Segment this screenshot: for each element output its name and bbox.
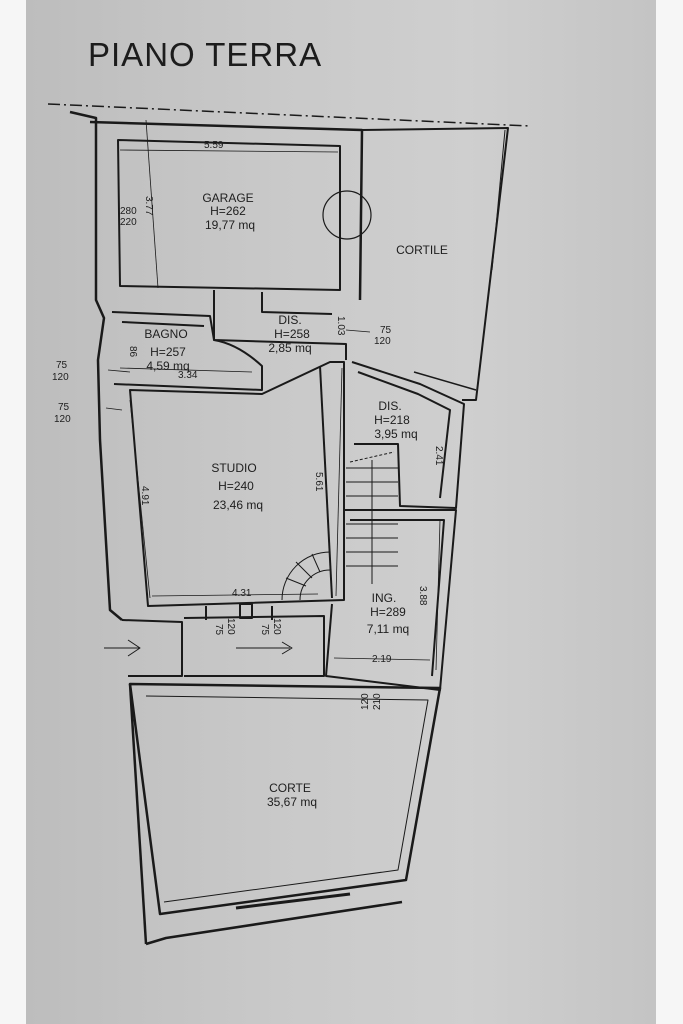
dimension-labels: 5.59 3.77 280 220 1.03 75 120 86 75 120 …: [52, 140, 444, 710]
dim-280: 280: [120, 206, 137, 217]
dim-120-c: 120: [54, 414, 71, 425]
door-jambs: [205, 606, 273, 620]
corte-west-wall: [128, 683, 148, 945]
dis1-inner-wall: [261, 292, 333, 315]
bagno-area: 4,59 mq: [146, 359, 189, 373]
dim-377: 3.77: [143, 196, 154, 216]
dim-219: 2.19: [372, 654, 392, 665]
entry-arrow-icon: [281, 641, 293, 655]
page-margin-right: [656, 0, 683, 1024]
dim-75-c: 75: [58, 402, 70, 413]
ing-height: H=289: [370, 605, 406, 619]
corte-outer-wall: [128, 682, 442, 916]
ing-inner-wall: [350, 519, 445, 677]
ing-area: 7,11 mq: [367, 622, 409, 636]
wall-pillar: [239, 603, 253, 619]
page-margin-left: [0, 0, 26, 1024]
dim-334: 3.34: [178, 370, 198, 381]
dim-75-b: 75: [56, 360, 68, 371]
dis2-inner-wall: [357, 371, 451, 499]
garage-room-outline: [117, 139, 341, 291]
dis1-height: H=258: [274, 327, 310, 341]
dim-120-e: 120: [271, 618, 282, 635]
dim-120-a: 120: [374, 336, 391, 347]
corte-inner-wall: [145, 695, 429, 903]
page-title: PIANO TERRA: [88, 36, 323, 73]
dim-210: 210: [372, 693, 383, 710]
dis2-window: [413, 371, 477, 391]
bagno-name: BAGNO: [144, 327, 187, 341]
dimension-lines: [105, 119, 441, 671]
studio-height: H=240: [218, 479, 254, 493]
room-labels: GARAGE H=262 19,77 mq DIS. H=258 2,85 mq…: [144, 191, 448, 809]
studio-area: 23,46 mq: [213, 498, 263, 512]
dim-491: 4.91: [139, 486, 150, 506]
corte-name: CORTE: [269, 781, 311, 795]
dis1-area: 2,85 mq: [268, 341, 311, 355]
dis1-wall: [213, 290, 347, 360]
passage-wall-west: [121, 619, 183, 677]
garage-name: GARAGE: [202, 191, 253, 205]
dim-431: 4.31: [232, 588, 252, 599]
bagno-height: H=257: [150, 345, 186, 359]
dis2-name: DIS.: [378, 399, 401, 413]
side-entry-arrow-icon: [104, 639, 141, 657]
staircase: [346, 451, 398, 584]
dim-120-f: 120: [360, 693, 371, 710]
garage-area: 19,77 mq: [205, 218, 255, 232]
dim-561: 5.61: [313, 472, 324, 492]
dim-559: 5.59: [204, 140, 224, 151]
cortile-inner-line: [491, 129, 506, 271]
dim-75-a: 75: [380, 325, 392, 336]
dis1-name: DIS.: [278, 313, 301, 327]
bagno-inner-wall: [121, 321, 205, 327]
dim-86: 86: [127, 346, 138, 358]
ing-name: ING.: [372, 591, 397, 605]
property-boundary-line: [47, 103, 531, 127]
garage-feature-circle: [322, 190, 372, 240]
dim-220: 220: [120, 217, 137, 228]
cortile-name: CORTILE: [396, 243, 448, 257]
dis2-wall: [351, 361, 465, 509]
passage-wall-center: [183, 615, 325, 677]
dis2-area: 3,95 mq: [374, 427, 417, 441]
dim-120-b: 120: [52, 372, 69, 383]
garage-height: H=262: [210, 204, 246, 218]
outer-wall-west: [69, 110, 123, 621]
corte-area: 35,67 mq: [267, 795, 317, 809]
dis2-height: H=218: [374, 413, 410, 427]
dim-120-d: 120: [225, 618, 236, 635]
spiral-stair: [281, 551, 331, 601]
dim-241: 2.41: [433, 446, 444, 466]
corte-gate: [235, 892, 351, 910]
corte-south-wall: [145, 900, 403, 946]
studio-name: STUDIO: [211, 461, 256, 475]
bagno-wall: [111, 311, 263, 391]
dim-388: 3.88: [417, 586, 428, 606]
dim-103: 1.03: [335, 316, 346, 336]
studio-east-wall: [319, 365, 333, 599]
studio-wall: [129, 361, 345, 607]
dim-75-d: 75: [213, 624, 224, 636]
cortile-boundary: [361, 127, 509, 401]
dim-75-e: 75: [259, 624, 270, 636]
